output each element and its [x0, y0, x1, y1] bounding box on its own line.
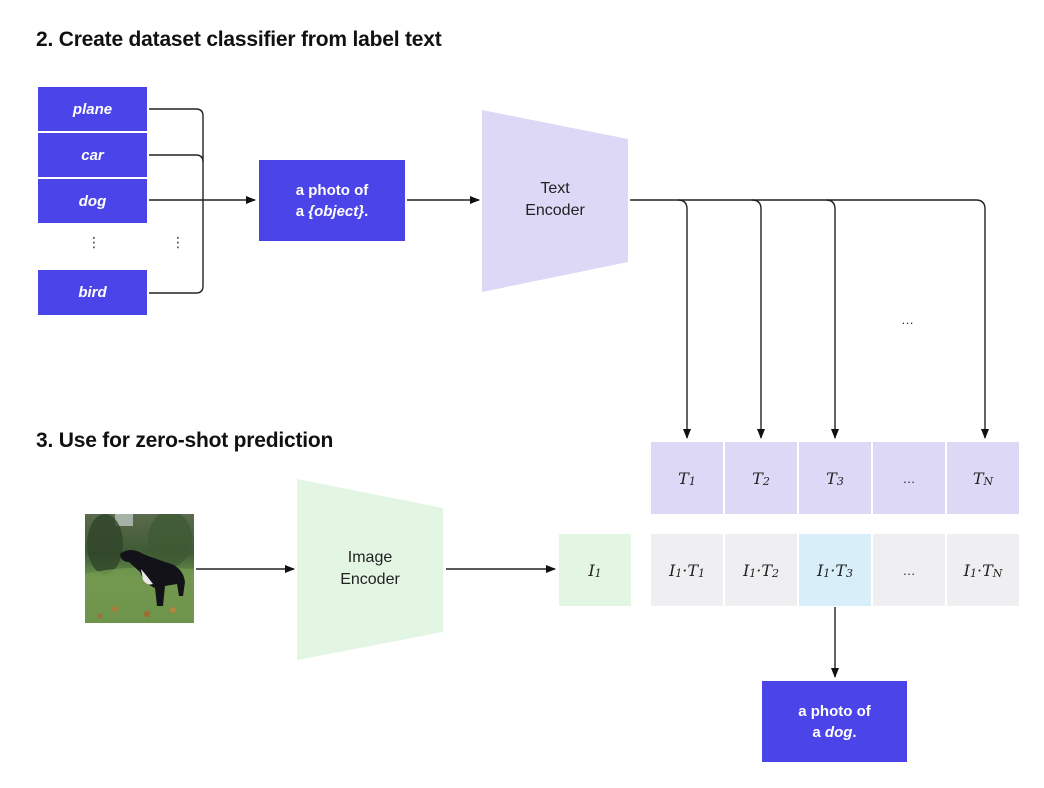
label-text: dog — [78, 192, 107, 210]
text-encoder-shape — [482, 110, 628, 292]
input-dog-photo — [85, 514, 194, 623]
wire-car — [149, 154, 204, 163]
text-encoder-label: Text Encoder — [525, 180, 585, 219]
prompt-variable: {object} — [308, 202, 365, 220]
fanout-ellipsis: … — [901, 312, 914, 327]
image-encoder-shape — [297, 479, 443, 660]
section-2-title: 2. Create dataset classifier from label … — [36, 28, 442, 51]
label-box-bird: bird — [38, 270, 147, 315]
prediction-box: a photo of a dog. — [762, 681, 907, 762]
similarity-ellipsis-cell: … — [873, 534, 945, 606]
prediction-line2: a dog. — [812, 723, 857, 741]
label-box-dog: dog — [38, 179, 147, 223]
prompt-template-box: a photo of a {object}. — [259, 160, 405, 241]
image-encoder-label: Image Encoder — [340, 549, 400, 588]
vertical-ellipsis-wires: ⋮ — [171, 234, 185, 250]
label-box-plane: plane — [38, 87, 147, 131]
wire-plane — [149, 108, 204, 294]
prediction-class: dog — [824, 723, 853, 741]
wire-to-t2 — [751, 199, 765, 439]
prompt-line2: a {object}. — [295, 202, 369, 220]
label-text: car — [81, 146, 104, 164]
text-embedding-ellipsis-cell: … — [873, 442, 945, 514]
wire-to-t1 — [677, 199, 691, 439]
section-3-title: 3. Use for zero-shot prediction — [36, 429, 334, 452]
vertical-ellipsis-labels: ⋮ — [87, 234, 101, 250]
prediction-line1: a photo of — [798, 702, 871, 720]
wire-to-t3 — [825, 199, 839, 439]
wire-fanout-bus — [630, 199, 989, 439]
label-text: plane — [72, 100, 113, 118]
label-box-car: car — [38, 133, 147, 177]
prompt-line1: a photo of — [295, 181, 369, 199]
label-text: bird — [78, 284, 107, 301]
